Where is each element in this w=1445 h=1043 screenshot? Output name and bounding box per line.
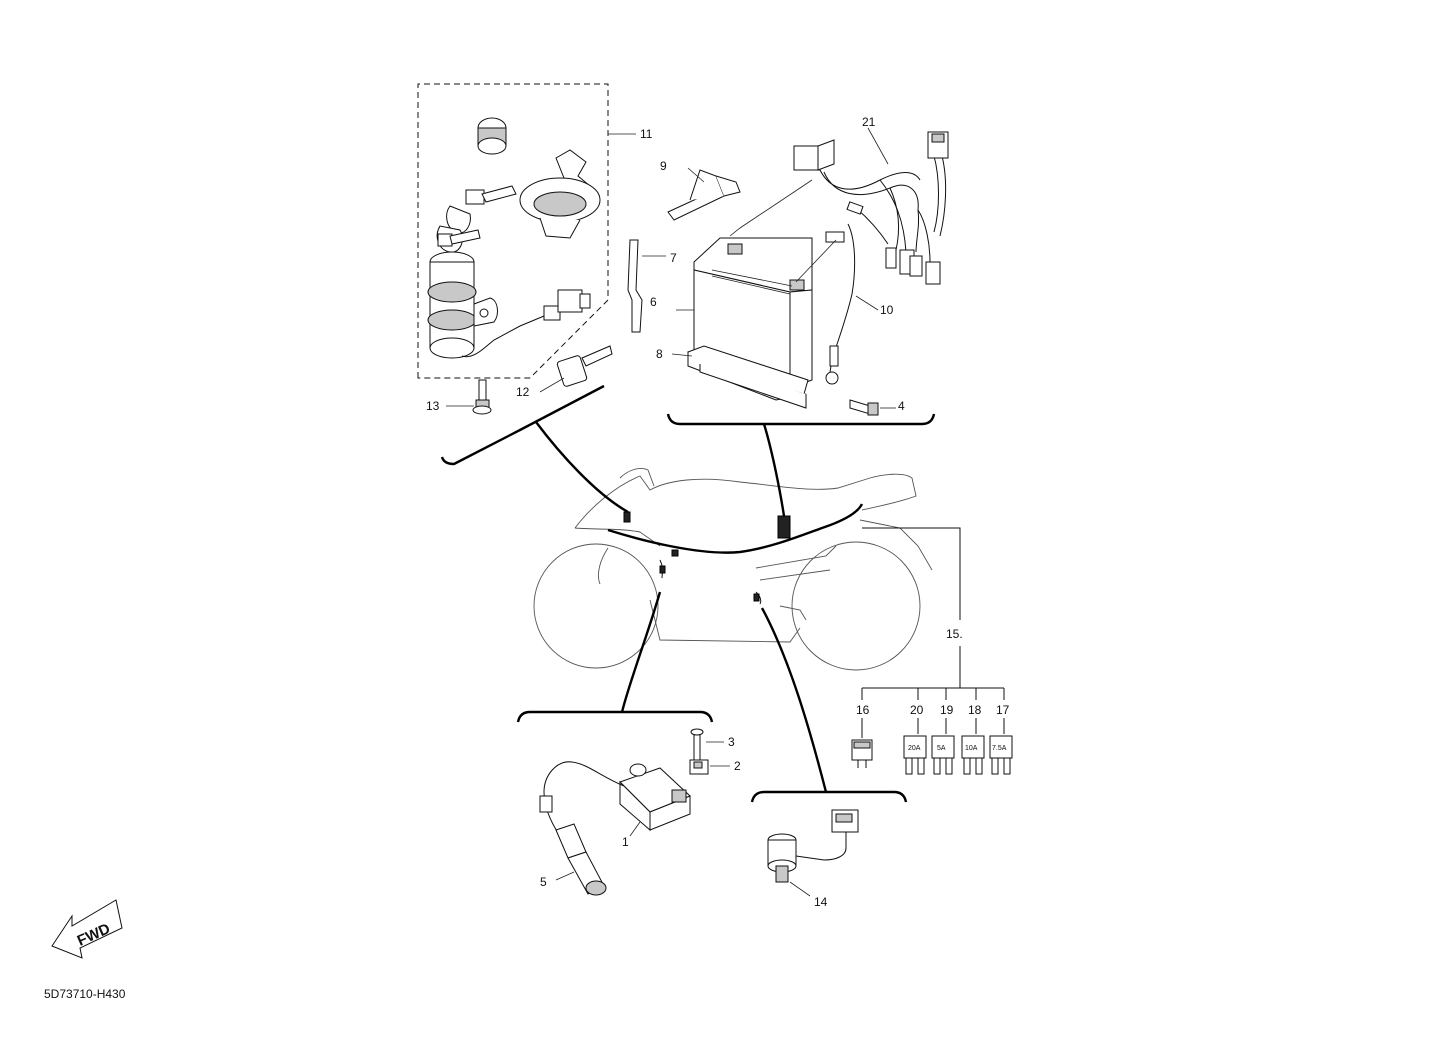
- callout-13: 13: [426, 399, 440, 413]
- callout-8: 8: [656, 347, 663, 361]
- motorcycle-outline: [533, 467, 933, 671]
- callout-15: 15.: [946, 627, 963, 641]
- callout-16: 16: [856, 703, 870, 717]
- fwd-arrow: FWD: [51, 899, 123, 959]
- callout-10: 10: [880, 303, 894, 317]
- ignition-coil-group: [539, 728, 730, 896]
- callout-18: 18: [968, 703, 982, 717]
- callout-labels: 11 21 9 7 6 10 8 12 4 13 15. 16 20 19 18…: [426, 115, 1010, 909]
- fuse-relay-group: [851, 527, 1013, 775]
- group-brackets: [440, 384, 936, 803]
- key-blank: [539, 345, 613, 393]
- main-switch-lock-set: [417, 83, 636, 379]
- callout-9: 9: [660, 159, 667, 173]
- callout-11: 11: [640, 127, 653, 141]
- fuse-17-rating: 7.5A: [992, 745, 1007, 752]
- callout-4: 4: [898, 399, 905, 413]
- callout-6: 6: [650, 295, 657, 309]
- callout-21: 21: [862, 115, 876, 129]
- fuse-20-rating: 20A: [908, 745, 921, 752]
- fuse-19-rating: 5A: [937, 745, 946, 752]
- callout-20: 20: [910, 703, 924, 717]
- callout-1: 1: [622, 835, 629, 849]
- callout-12: 12: [516, 385, 530, 399]
- callout-2: 2: [734, 759, 741, 773]
- callout-19: 19: [940, 703, 954, 717]
- callout-5: 5: [540, 875, 547, 889]
- callout-17: 17: [996, 703, 1010, 717]
- callout-7: 7: [670, 251, 677, 265]
- bolt-13: [446, 379, 492, 415]
- drawing-code: 5D73710-H430: [44, 987, 126, 1001]
- battery-group: [627, 127, 949, 416]
- fuse-18-rating: 10A: [965, 745, 978, 752]
- callout-3: 3: [728, 735, 735, 749]
- sensor-group: [767, 809, 859, 897]
- callout-14: 14: [814, 895, 828, 909]
